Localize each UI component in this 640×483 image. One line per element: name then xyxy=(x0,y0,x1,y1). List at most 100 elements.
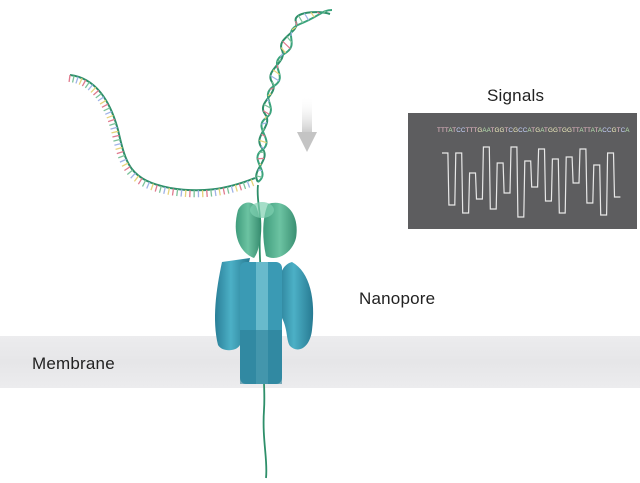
base-pair xyxy=(310,11,315,18)
base-pair xyxy=(271,81,276,86)
base-tick xyxy=(81,79,87,87)
base-tick xyxy=(114,142,122,146)
base-tick xyxy=(99,99,107,105)
base-tick xyxy=(163,186,166,194)
base-tick xyxy=(118,154,126,159)
base-tick xyxy=(126,169,134,175)
base-tick xyxy=(158,185,162,193)
base-tick xyxy=(226,186,230,194)
base-tick xyxy=(250,179,255,187)
down-arrow-icon xyxy=(297,96,317,152)
base-tick xyxy=(106,114,114,119)
base-tick xyxy=(124,166,131,172)
base-tick xyxy=(107,118,115,123)
base-pair xyxy=(291,26,297,31)
base-tick xyxy=(95,93,102,99)
helix-base-pairs xyxy=(256,10,327,178)
base-tick xyxy=(214,188,217,197)
base-tick xyxy=(180,189,183,197)
signal-trace xyxy=(442,146,621,218)
base-tick xyxy=(141,179,147,187)
base-tick xyxy=(218,188,221,196)
signals-label: Signals xyxy=(487,86,545,105)
base-tick xyxy=(121,162,129,167)
base-tick xyxy=(71,75,75,83)
base-tick xyxy=(238,183,243,191)
base-tick xyxy=(111,130,119,134)
base-tick xyxy=(210,189,213,197)
base-tick xyxy=(150,183,154,191)
base-tick xyxy=(133,175,140,182)
base-pair xyxy=(282,40,291,49)
single-strand-dna xyxy=(69,74,256,192)
base-tick xyxy=(103,107,111,112)
base-tick xyxy=(110,126,118,130)
base-pair xyxy=(276,64,279,69)
base-tick xyxy=(112,134,120,138)
base-pair xyxy=(303,12,310,21)
base-pair xyxy=(270,75,280,82)
base-pair xyxy=(276,59,282,63)
base-tick xyxy=(234,184,238,192)
base-pair xyxy=(263,103,272,109)
base-tick xyxy=(87,84,94,91)
base-tick xyxy=(246,180,251,188)
base-tick xyxy=(101,103,109,108)
base-pair xyxy=(256,175,263,178)
base-tick xyxy=(130,172,136,179)
double-helix-dna xyxy=(255,9,333,183)
base-pair xyxy=(262,110,270,115)
base-tick xyxy=(113,138,121,142)
base-pair xyxy=(297,15,304,24)
base-pair xyxy=(257,169,263,172)
base-pair xyxy=(267,93,272,97)
base-tick xyxy=(78,77,83,85)
base-tick xyxy=(116,150,124,155)
signal-panel: TTTATCCTTTGAATGGTCGCCATGATGGTGGTTATTATAC… xyxy=(408,113,637,229)
base-pair xyxy=(286,36,293,43)
base-tick xyxy=(167,187,171,195)
base-pair xyxy=(261,133,266,137)
base-tick xyxy=(146,181,151,189)
base-tick xyxy=(242,182,247,190)
base-pair xyxy=(269,87,274,91)
base-pair xyxy=(316,11,321,15)
base-tick xyxy=(68,74,71,83)
signal-sequence: TTTATCCTTTGAATGGTCGCCATGATGGTGGTTATTATAC… xyxy=(437,127,630,134)
nanopore-lower xyxy=(215,258,314,384)
base-pair xyxy=(272,69,280,76)
nanopore-label: Nanopore xyxy=(359,289,436,308)
base-tick xyxy=(75,76,79,84)
base-pair xyxy=(290,32,293,37)
base-pair xyxy=(259,151,265,154)
base-tick xyxy=(137,177,143,185)
base-tick xyxy=(105,110,112,115)
base-tick xyxy=(230,185,234,193)
base-pair xyxy=(262,128,265,131)
base-tick xyxy=(109,122,117,127)
base-tick xyxy=(171,188,175,196)
base-pair xyxy=(259,163,262,166)
base-tick xyxy=(206,189,208,197)
base-pair xyxy=(266,98,270,103)
base-tick xyxy=(90,86,97,93)
base-tick xyxy=(154,184,158,192)
base-pair xyxy=(261,122,268,125)
base-pair xyxy=(295,20,298,26)
base-pair xyxy=(260,146,265,149)
membrane-label: Membrane xyxy=(32,354,115,373)
single-strand-bases xyxy=(68,74,255,198)
base-pair xyxy=(264,116,267,120)
base-pair xyxy=(279,53,284,57)
base-tick xyxy=(222,187,226,195)
base-tick xyxy=(97,96,105,102)
base-tick xyxy=(119,158,127,163)
nanopore-upper xyxy=(235,202,297,258)
base-tick xyxy=(92,89,100,96)
base-pair xyxy=(323,10,327,14)
base-pair xyxy=(259,139,267,144)
base-pair xyxy=(280,47,287,54)
base-tick xyxy=(115,146,123,151)
base-tick xyxy=(84,81,90,89)
